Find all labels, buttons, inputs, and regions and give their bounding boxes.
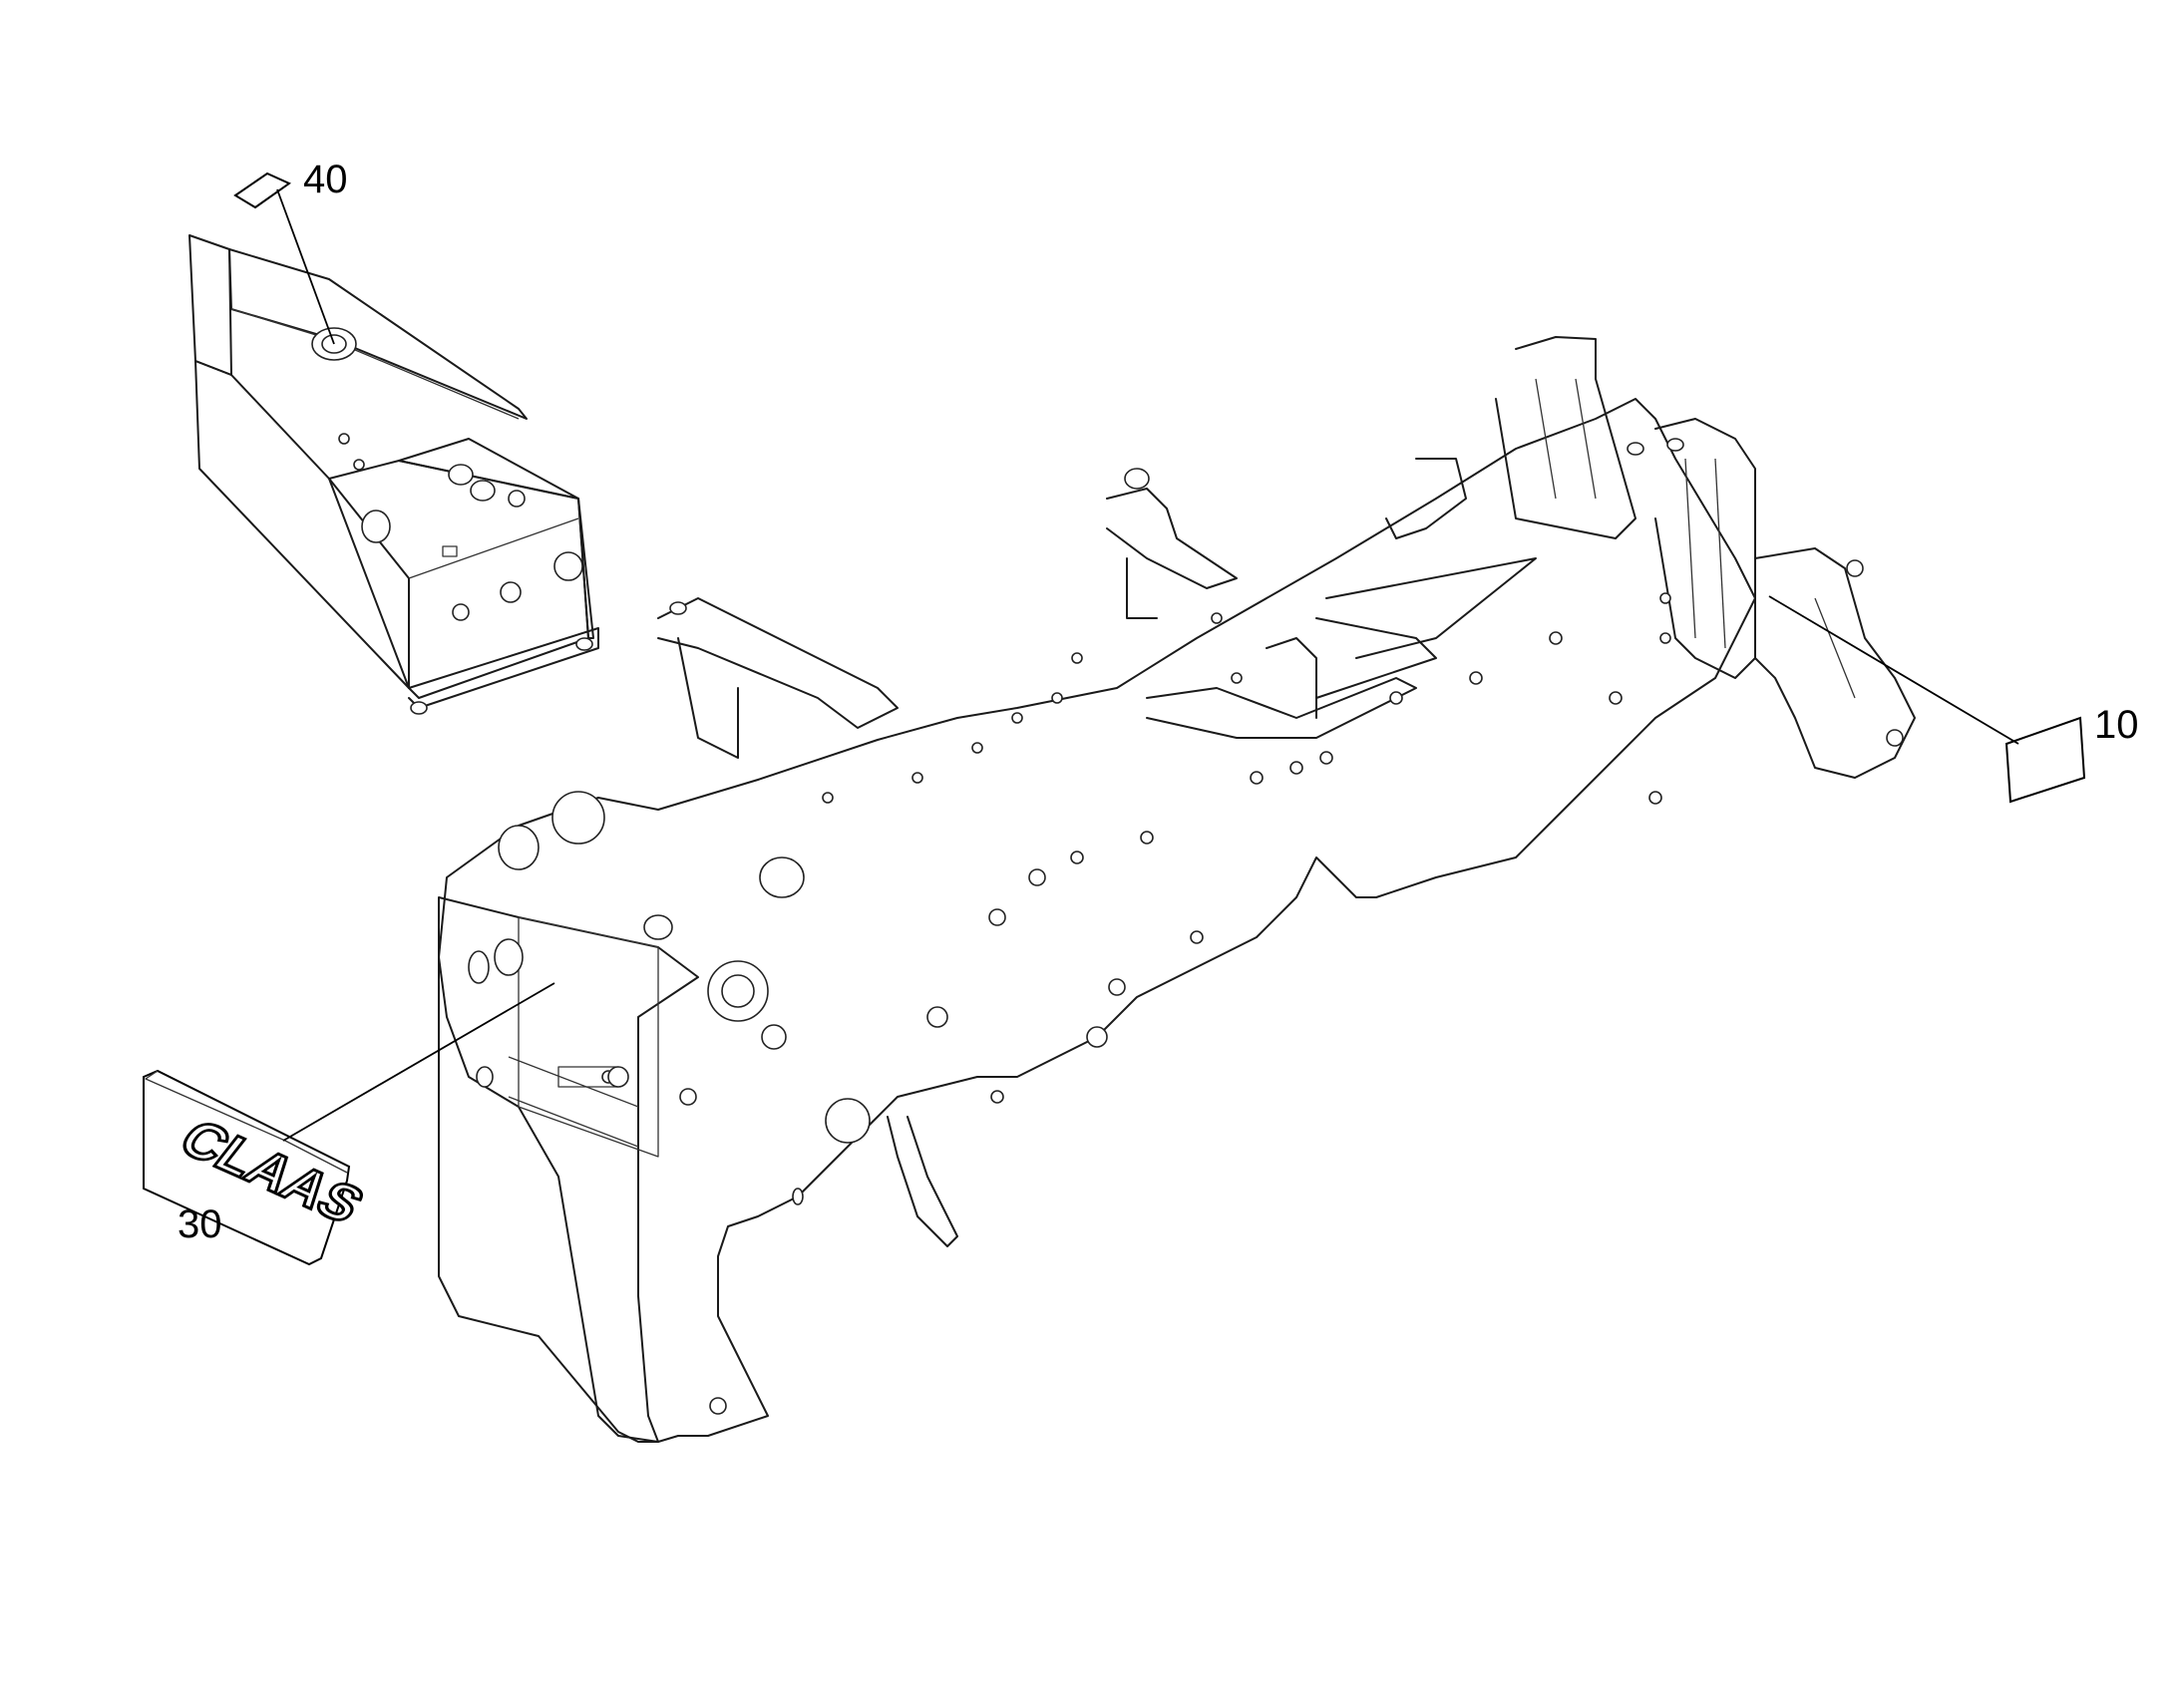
callout-label-10: 10 xyxy=(2094,703,2139,747)
callout-label-30: 30 xyxy=(178,1202,222,1246)
tank-assembly xyxy=(188,234,599,715)
decal-10 xyxy=(1768,595,2086,804)
callout-label-40: 40 xyxy=(303,158,348,201)
decal-40 xyxy=(233,171,335,345)
chassis-frame xyxy=(438,336,1916,1443)
